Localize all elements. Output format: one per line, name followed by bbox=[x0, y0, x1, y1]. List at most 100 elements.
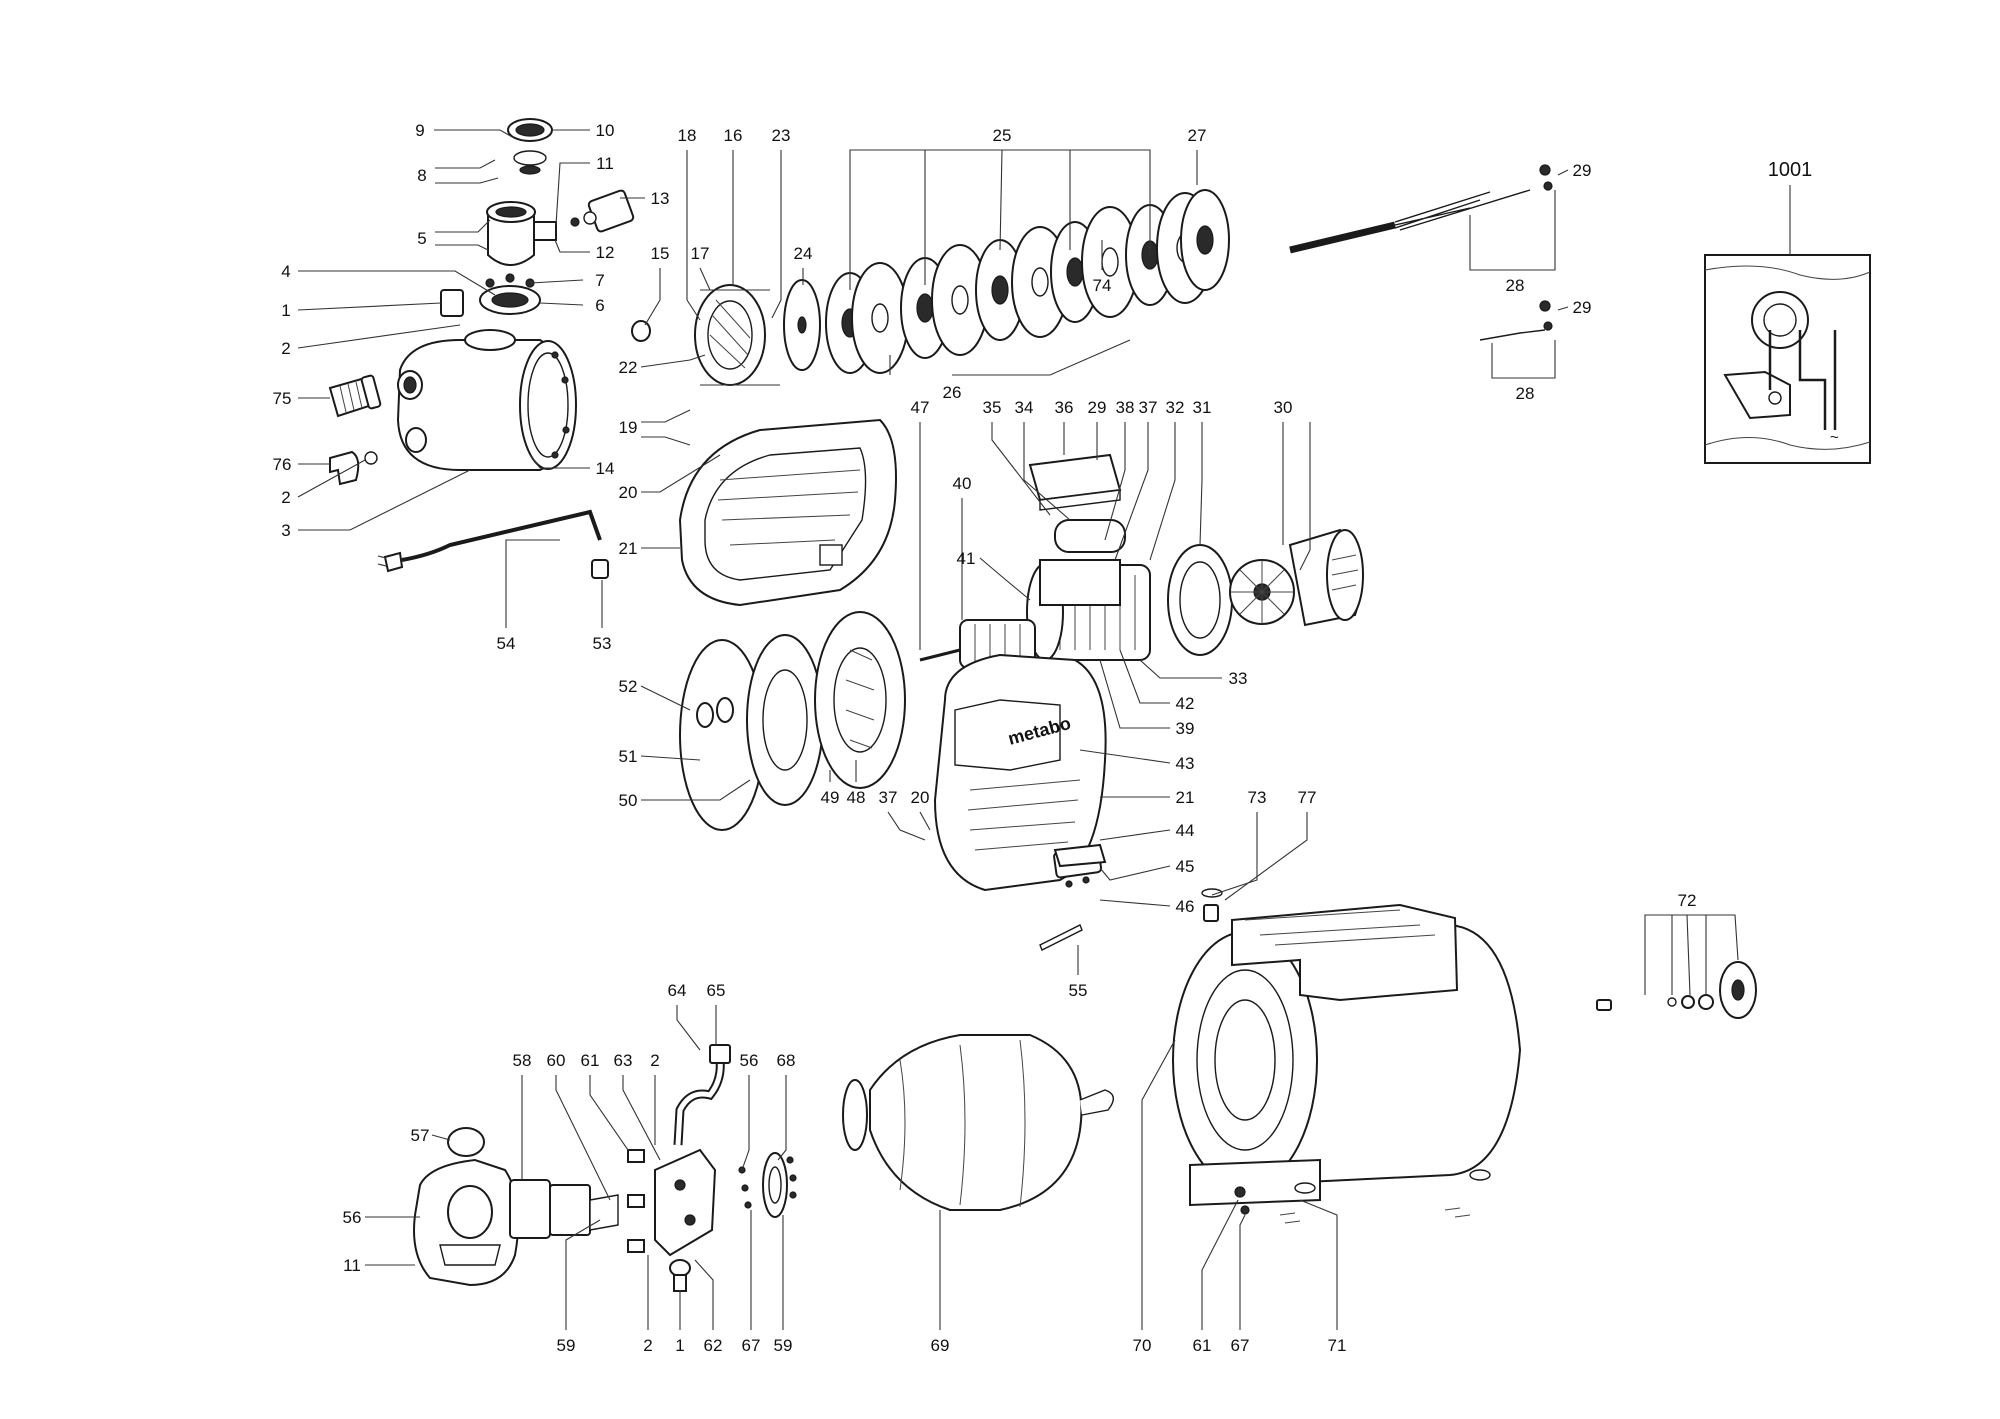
part-label-19: 19 bbox=[619, 418, 638, 437]
foot-plate-icon bbox=[1053, 843, 1107, 888]
mounting-set-icon bbox=[1596, 961, 1757, 1019]
part-label-20a: 20 bbox=[619, 483, 638, 502]
part-label-61a: 61 bbox=[581, 1051, 600, 1070]
leader-line bbox=[1104, 422, 1126, 541]
impeller-hub-icon bbox=[916, 293, 934, 323]
part-label-2c: 2 bbox=[650, 1051, 659, 1070]
part-label-55: 55 bbox=[1069, 981, 1088, 1000]
part-label-65: 65 bbox=[707, 981, 726, 1000]
part-label-59a: 59 bbox=[557, 1336, 576, 1355]
leader-line bbox=[640, 354, 706, 368]
part-label-24: 24 bbox=[794, 244, 813, 263]
o-ring-icon bbox=[631, 320, 651, 342]
leader-line bbox=[297, 459, 366, 498]
part-label-13: 13 bbox=[651, 189, 670, 208]
part-label-28b: 28 bbox=[1516, 384, 1535, 403]
part-label-59b: 59 bbox=[774, 1336, 793, 1355]
part-label-77: 77 bbox=[1298, 788, 1317, 807]
part-label-37b: 37 bbox=[879, 788, 898, 807]
leader-line bbox=[1139, 659, 1222, 679]
part-label-51: 51 bbox=[619, 747, 638, 766]
leader-line bbox=[1557, 306, 1569, 311]
pump-head-cover-icon bbox=[413, 1158, 520, 1287]
leader-line bbox=[1224, 812, 1308, 901]
part-label-60: 60 bbox=[547, 1051, 566, 1070]
fitting-top-cap-icon bbox=[507, 118, 553, 175]
fitting-tee-body-icon bbox=[486, 201, 557, 266]
leader-line bbox=[771, 150, 782, 319]
part-label-18: 18 bbox=[678, 126, 697, 145]
leader-line bbox=[686, 150, 701, 321]
part-label-39: 39 bbox=[1176, 719, 1195, 738]
part-label-7: 7 bbox=[595, 271, 604, 290]
diffuser-housing-icon bbox=[694, 284, 780, 386]
leader-line bbox=[640, 685, 691, 711]
part-label-31: 31 bbox=[1193, 398, 1212, 417]
part-label-58: 58 bbox=[513, 1051, 532, 1070]
leader-line bbox=[1099, 865, 1171, 881]
part-label-47: 47 bbox=[911, 398, 930, 417]
valve-body-icon bbox=[627, 1148, 717, 1292]
part-label-41: 41 bbox=[957, 549, 976, 568]
part-label-46: 46 bbox=[1176, 897, 1195, 916]
leader-line bbox=[505, 539, 560, 628]
leader-line bbox=[741, 1075, 750, 1171]
leader-line bbox=[1099, 659, 1170, 729]
leader-line bbox=[1114, 422, 1149, 561]
leader-line bbox=[1099, 899, 1171, 907]
gauge-flange-icon bbox=[738, 1152, 797, 1218]
leader-line bbox=[297, 324, 461, 349]
part-label-1a: 1 bbox=[281, 301, 290, 320]
part-label-62: 62 bbox=[704, 1336, 723, 1355]
part-label-52: 52 bbox=[619, 677, 638, 696]
leader-line bbox=[1469, 215, 1515, 271]
leader-line bbox=[641, 779, 751, 801]
part-label-29c: 29 bbox=[1088, 398, 1107, 417]
part-label-8: 8 bbox=[417, 166, 426, 185]
part-label-23: 23 bbox=[772, 126, 791, 145]
leader-line bbox=[641, 409, 691, 423]
impeller-hub-icon bbox=[1196, 225, 1214, 255]
part-label-9: 9 bbox=[415, 121, 424, 140]
leader-line bbox=[298, 469, 471, 531]
part-label-29b: 29 bbox=[1573, 298, 1592, 317]
leader-line bbox=[1119, 649, 1170, 704]
part-label-5: 5 bbox=[417, 229, 426, 248]
leader-line bbox=[1149, 422, 1176, 561]
leader-line bbox=[554, 239, 590, 253]
part-label-4: 4 bbox=[281, 262, 290, 281]
part-label-2a: 2 bbox=[281, 339, 290, 358]
leader-line bbox=[699, 267, 711, 291]
leader-line bbox=[676, 1005, 701, 1051]
leader-line bbox=[434, 129, 515, 139]
leader-line bbox=[1687, 914, 1739, 961]
leader-line bbox=[1141, 1039, 1176, 1330]
leader-line bbox=[1201, 1199, 1239, 1330]
leader-line bbox=[694, 1259, 714, 1330]
pump-housing-icon bbox=[396, 329, 577, 471]
leader-line bbox=[777, 1075, 787, 1161]
part-label-35: 35 bbox=[983, 398, 1002, 417]
leader-line bbox=[298, 270, 496, 296]
leader-line bbox=[1239, 1214, 1246, 1330]
part-label-33: 33 bbox=[1229, 669, 1248, 688]
leader-line bbox=[1644, 914, 1687, 995]
part-label-50: 50 bbox=[619, 791, 638, 810]
leader-line bbox=[539, 302, 584, 306]
leader-line bbox=[1557, 169, 1569, 176]
part-label-26: 26 bbox=[943, 383, 962, 402]
part-label-29a: 29 bbox=[1573, 161, 1592, 180]
leader-line bbox=[1686, 914, 1691, 996]
leader-line bbox=[1671, 914, 1687, 995]
leader-line bbox=[622, 1075, 661, 1161]
leader-line bbox=[1079, 749, 1171, 764]
part-label-57: 57 bbox=[411, 1126, 430, 1145]
part-label-72: 72 bbox=[1678, 891, 1697, 910]
leader-line bbox=[435, 177, 499, 184]
part-label-17: 17 bbox=[691, 244, 710, 263]
leader-line bbox=[431, 1134, 451, 1141]
power-cable-icon bbox=[377, 509, 609, 579]
motor-cowl-lower-icon bbox=[933, 653, 1107, 892]
part-label-1001: 1001 bbox=[1768, 159, 1813, 181]
part-label-56a: 56 bbox=[740, 1051, 759, 1070]
